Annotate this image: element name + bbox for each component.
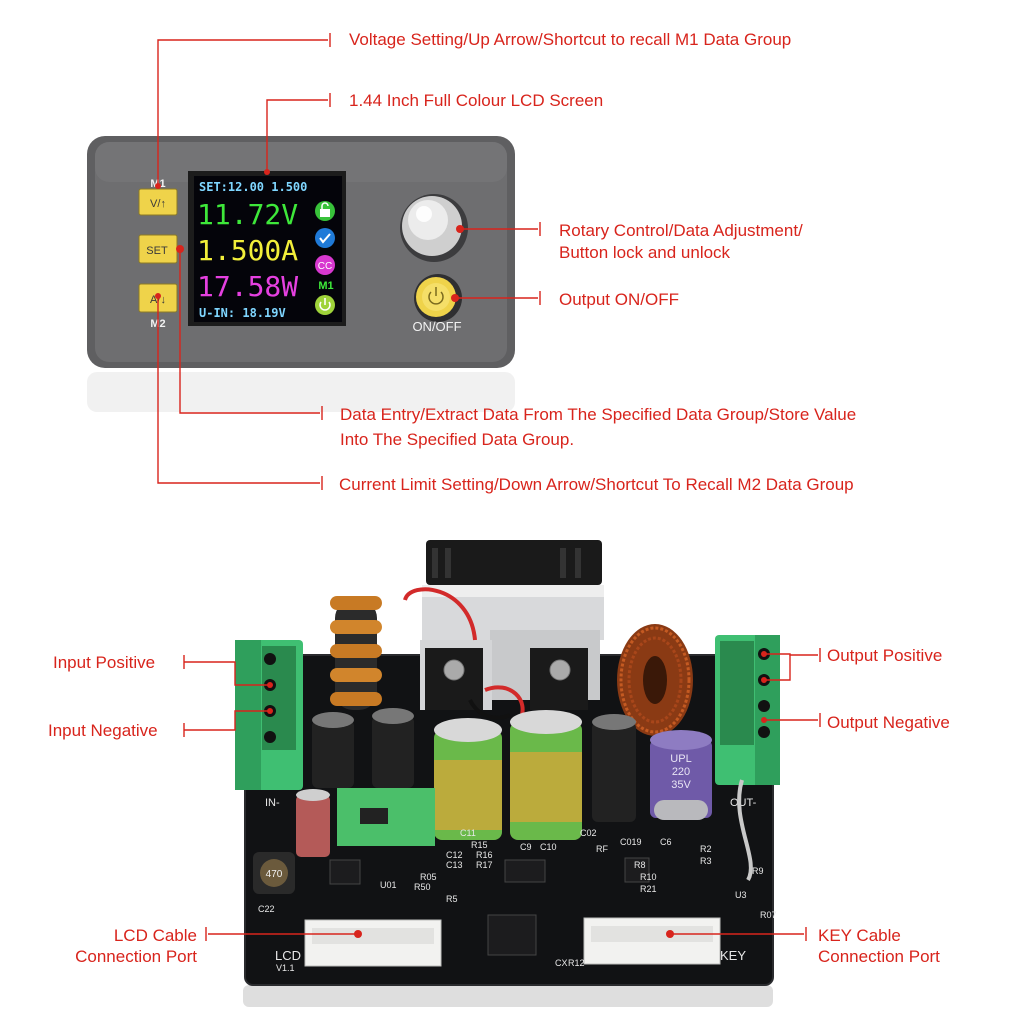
cc-icon-label: CC [318, 261, 332, 272]
in-minus-label: IN- [265, 797, 280, 809]
lcd-m1-indicator: M1 [318, 280, 333, 292]
label-data-entry-line2: Into The Specified Data Group. [340, 430, 574, 449]
voltage-up-button[interactable]: V/↑ [138, 188, 178, 216]
label-voltage-setting: Voltage Setting/Up Arrow/Shortcut to rec… [349, 30, 791, 49]
lcd-power: 17.58W [197, 270, 298, 303]
label-input-positive: Input Positive [53, 653, 155, 672]
bottom-callouts [183, 648, 821, 941]
component-silk-label: R50 [414, 882, 431, 892]
set-button-label: SET [146, 245, 168, 257]
component-silk-label: R3 [700, 856, 712, 866]
lcd-input-voltage: U-IN: 18.19V [199, 306, 286, 320]
lcd-port-version: V1.1 [276, 963, 295, 973]
cap-label-line1: UPL [670, 753, 691, 765]
label-rotary-line1: Rotary Control/Data Adjustment/ [559, 221, 803, 240]
on-off-button[interactable] [414, 274, 462, 322]
cap-label-line3: 35V [671, 779, 691, 791]
output-terminal-block[interactable] [715, 635, 780, 785]
lcd-display [194, 176, 342, 322]
component-silk-label: CX [555, 958, 568, 968]
output-inductor [617, 624, 693, 736]
key-port-silk: KEY [720, 948, 746, 963]
rotary-knob[interactable] [400, 194, 468, 262]
check-icon [315, 228, 335, 248]
input-inductor [330, 596, 382, 710]
component-silk-label: C10 [540, 842, 557, 852]
component-silk-label: R05 [420, 872, 437, 882]
top-callouts [157, 33, 541, 490]
label-output-positive: Output Positive [827, 646, 942, 665]
cc-icon [315, 255, 335, 275]
input-terminal-block[interactable] [235, 640, 303, 790]
control-panel: M1 M2 V/↑ SET A/↓ SET:12.00 1.500 11.72V… [87, 136, 515, 412]
power-icon [428, 291, 444, 305]
ic-chip [504, 859, 546, 883]
component-silk-label: C6 [660, 837, 672, 847]
component-silk-label: C9 [520, 842, 532, 852]
component-silk-label: RF [596, 844, 608, 854]
inductor-label: 470 [266, 869, 283, 880]
component-silk-label: R21 [640, 884, 657, 894]
component-silk-label: R2 [700, 844, 712, 854]
label-rotary-line2: Button lock and unlock [559, 243, 731, 262]
label-lcd-screen: 1.44 Inch Full Colour LCD Screen [349, 91, 603, 110]
component-silk-label: R9 [752, 866, 764, 876]
set-button[interactable]: SET [138, 234, 178, 264]
label-input-negative: Input Negative [48, 721, 158, 740]
electrolytic-capacitors [296, 708, 712, 857]
label-lcd-cable-line1: LCD Cable [114, 926, 197, 945]
label-current-limit: Current Limit Setting/Down Arrow/Shortcu… [339, 475, 854, 494]
label-output-negative: Output Negative [827, 713, 950, 732]
lcd-set-line: SET:12.00 1.500 [199, 180, 307, 194]
component-silk-label: R17 [476, 860, 493, 870]
lcd-screen: SET:12.00 1.500 11.72V 1.500A 17.58W U-I… [188, 171, 346, 326]
component-silk-label: U01 [380, 880, 397, 890]
component-silk-label: R07 [760, 910, 777, 920]
component-silk-label: R10 [640, 872, 657, 882]
lcd-port-silk: LCD [275, 948, 301, 963]
label-key-cable-line2: Connection Port [818, 947, 940, 966]
component-silk-label: R15 [471, 840, 488, 850]
pcb-board: UPL 220 35V 470 IN- OUT- LCD V1.1 KEY RF [235, 540, 780, 1007]
component-silk-label: C11 [460, 828, 476, 838]
label-output-onoff: Output ON/OFF [559, 290, 679, 309]
label-lcd-cable-line2: Connection Port [75, 947, 197, 966]
label-key-cable-line1: KEY Cable [818, 926, 901, 945]
mcu-chip [487, 914, 537, 956]
out-minus-label: OUT- [730, 797, 757, 809]
component-silk-label: R8 [634, 860, 646, 870]
component-silk-label: C12 [446, 850, 463, 860]
top-callout-dots [155, 169, 464, 302]
component-silk-label: U3 [735, 890, 747, 900]
label-data-entry-line1: Data Entry/Extract Data From The Specifi… [340, 405, 856, 424]
lcd-voltage: 11.72V [197, 198, 298, 231]
lcd-current: 1.500A [197, 234, 298, 267]
cap-label-line2: 220 [672, 766, 690, 778]
component-silk-label: R16 [476, 850, 493, 860]
component-silk-label: C019 [620, 837, 642, 847]
bottom-callout-dots [267, 651, 767, 938]
panel-reflection [87, 372, 515, 412]
component-silk-label: C13 [446, 860, 463, 870]
component-silk-label: C22 [258, 904, 275, 914]
lcd-cable-port[interactable] [304, 919, 442, 967]
on-off-label: ON/OFF [412, 319, 461, 334]
key-cable-port[interactable] [583, 917, 721, 965]
component-silk-label: R5 [446, 894, 458, 904]
component-silk-label: R12 [568, 958, 585, 968]
component-silk-label: C02 [580, 828, 597, 838]
voltage-up-button-label: V/↑ [150, 198, 166, 210]
